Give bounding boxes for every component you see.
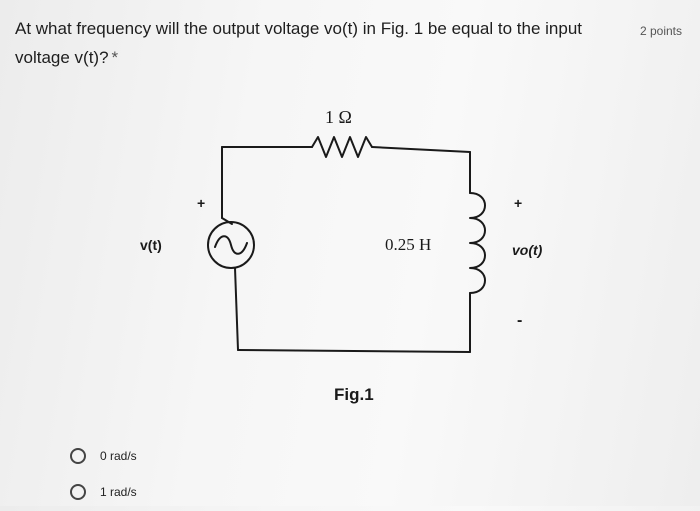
question-label: At what frequency will the output voltag… [15, 19, 583, 67]
option-label[interactable]: 0 rad/s [100, 449, 137, 463]
radio-button[interactable] [70, 484, 86, 500]
required-asterisk: * [111, 48, 119, 67]
output-voltage-label: vo(t) [512, 242, 543, 258]
resistor-label: 1 Ω [325, 107, 352, 127]
ac-wave-icon [214, 235, 248, 255]
answer-option[interactable]: 0 rad/s [70, 446, 137, 466]
source-voltage-label: v(t) [140, 237, 162, 253]
points-label: 2 points [639, 24, 682, 38]
wire-top-right [371, 146, 471, 153]
inductor-label: 0.25 H [385, 235, 432, 254]
answer-option[interactable]: 1 rad/s [70, 482, 137, 502]
output-plus-sign: + [514, 195, 523, 211]
radio-button[interactable] [70, 448, 86, 464]
source-plus-sign: + [197, 195, 206, 211]
question-text: At what frequency will the output voltag… [15, 14, 615, 72]
ac-source-symbol [207, 221, 255, 269]
figure-caption: Fig.1 [334, 385, 374, 404]
option-label[interactable]: 1 rad/s [100, 485, 137, 499]
resistor-symbol [311, 136, 373, 158]
output-minus-sign: - [517, 312, 523, 329]
wire-left-bottom [234, 267, 239, 351]
inductor-symbol [469, 192, 486, 294]
wire-bottom [237, 349, 471, 353]
